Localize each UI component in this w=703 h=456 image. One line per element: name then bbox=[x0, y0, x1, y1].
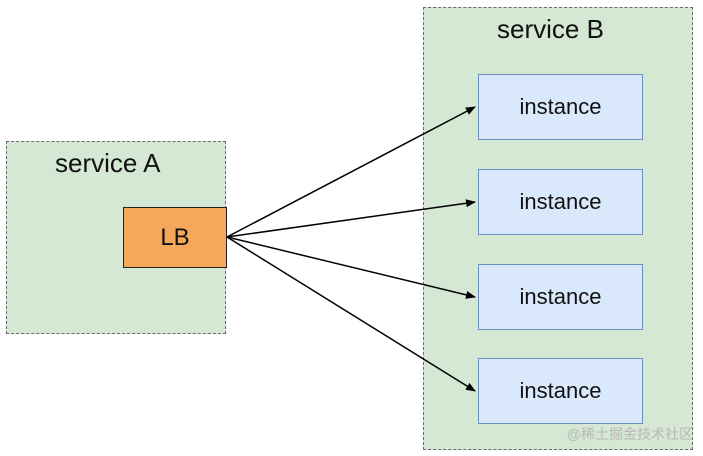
instance-node-4: instance bbox=[478, 358, 643, 424]
service-a-title: service A bbox=[55, 148, 161, 178]
instance-node-1: instance bbox=[478, 74, 643, 140]
service-b-title: service B bbox=[497, 14, 604, 44]
footer-credit: @稀土掘金技术社区 bbox=[566, 426, 693, 442]
instance-node-3: instance bbox=[478, 264, 643, 330]
instance-node-2: instance bbox=[478, 169, 643, 235]
load-balancer-node: LB bbox=[123, 207, 227, 268]
